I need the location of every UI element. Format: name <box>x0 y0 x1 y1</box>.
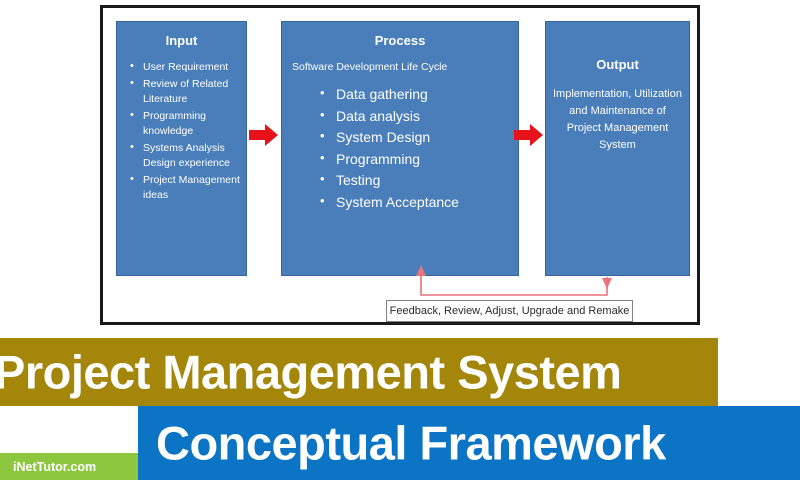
list-item: Data analysis <box>320 104 518 128</box>
process-stage-subtitle: Software Development Life Cycle <box>292 61 448 73</box>
process-stage-box: Process Software Development Life Cycle … <box>281 21 519 276</box>
list-item: Review of Related Literature <box>130 76 240 108</box>
title-banner-gold-text: Project Management System <box>0 345 622 399</box>
list-item: User Requirement <box>130 59 240 76</box>
list-item: System Acceptance <box>320 190 518 214</box>
list-item: Testing <box>320 168 518 192</box>
right-arrow-icon <box>514 123 544 147</box>
title-banner-blue-text: Conceptual Framework <box>156 416 666 470</box>
conceptual-framework-diagram: Input User Requirement Review of Related… <box>100 5 700 325</box>
output-stage-body: Implementation, Utilization and Maintena… <box>552 88 682 151</box>
list-item: System Design <box>320 125 518 149</box>
list-item: Data gathering <box>320 82 518 106</box>
input-stage-title: Input <box>165 33 198 48</box>
output-stage-title: Output <box>596 57 639 72</box>
list-item: Systems Analysis Design experience <box>130 140 240 172</box>
site-logo-text: iNetTutor.com <box>13 459 97 474</box>
process-stage-list: Data gathering Data analysis System Desi… <box>282 82 518 214</box>
list-item: Project Management ideas <box>130 172 240 204</box>
list-item: Programming <box>320 147 518 171</box>
list-item: Programming knowledge <box>130 108 240 140</box>
feedback-label-text: Feedback, Review, Adjust, Upgrade and Re… <box>389 305 630 317</box>
title-banner-gold: Project Management System <box>0 338 718 406</box>
site-logo-bar: iNetTutor.com <box>0 453 138 480</box>
input-stage-box: Input User Requirement Review of Related… <box>116 21 247 276</box>
feedback-label-box: Feedback, Review, Adjust, Upgrade and Re… <box>386 300 633 322</box>
output-stage-box: Output Implementation, Utilization and M… <box>545 21 690 276</box>
feedback-loop-connector <box>403 263 623 303</box>
title-banner-blue: Conceptual Framework <box>138 406 800 480</box>
process-stage-title: Process <box>374 33 426 48</box>
right-arrow-icon <box>249 123 279 147</box>
input-stage-list: User Requirement Review of Related Liter… <box>117 59 246 204</box>
